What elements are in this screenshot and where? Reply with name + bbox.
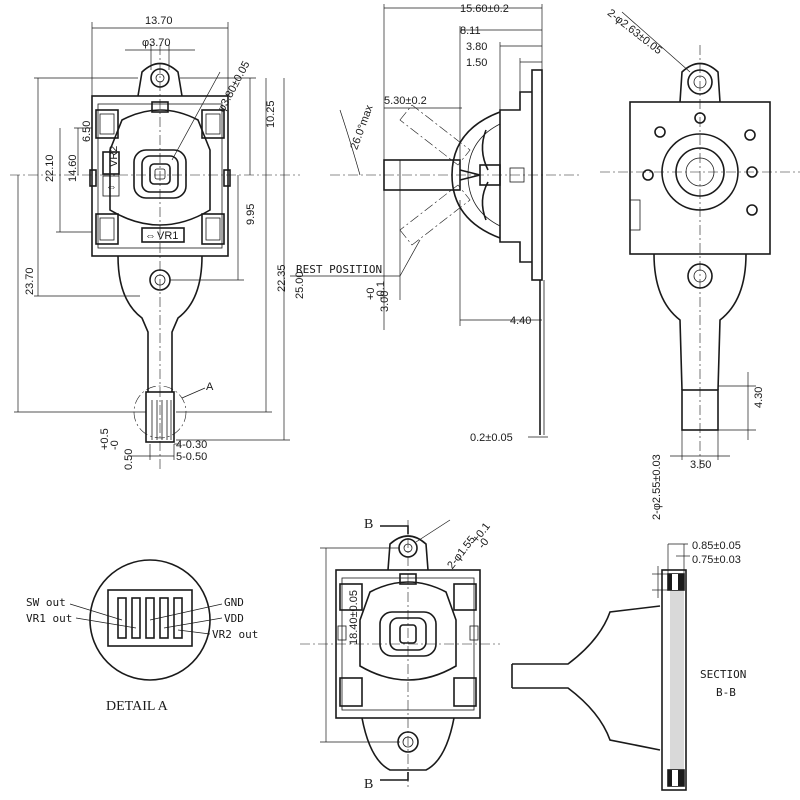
front-view: VR2 ⇔ ⇔ VR1 A 13.70 bbox=[10, 15, 306, 470]
dim-300-tol-lower: -0.1 bbox=[375, 281, 387, 300]
dim-811: 8.11 bbox=[460, 25, 481, 37]
dim-knob-dia: φ3.80±0.05 bbox=[216, 59, 253, 114]
dim-left-650: 6.50 bbox=[81, 121, 93, 142]
dim-150: 1.50 bbox=[466, 57, 487, 69]
bottom-corner-clips bbox=[339, 583, 477, 707]
section-marker-top: B bbox=[364, 517, 373, 532]
back-view: 2-φ2.63±0.05 4.30 3.50 bbox=[600, 7, 800, 471]
back-small-holes bbox=[642, 112, 758, 216]
section-marker-bottom: B bbox=[364, 777, 373, 792]
section-bb-subtitle: B-B bbox=[716, 686, 736, 699]
section-bb-title: SECTION bbox=[700, 668, 746, 681]
back-tail-right bbox=[717, 253, 747, 391]
side-tilt-ghosts bbox=[399, 104, 471, 246]
dim-300-tol-upper: +0 bbox=[365, 287, 377, 300]
pin-sw-out: SW out bbox=[26, 596, 66, 609]
section-bb: 2-φ2.55±0.03 0.85±0.05 0.75±0.03 SECTION… bbox=[511, 454, 746, 791]
detail-a-marker: A bbox=[206, 381, 214, 393]
vr2-label-box bbox=[102, 151, 120, 175]
front-tail-left bbox=[117, 255, 149, 392]
dim-right-995: 9.95 bbox=[245, 204, 257, 225]
side-slot-lower bbox=[481, 181, 489, 221]
section-bb-profile-top bbox=[512, 605, 661, 665]
vr1-label: VR1 bbox=[157, 230, 178, 242]
vr2-label: VR2 bbox=[108, 146, 120, 167]
dim-width-top: 13.70 bbox=[145, 15, 173, 27]
dim-pin-tol-lower: -0 bbox=[109, 440, 121, 450]
dim-thickness: 0.2±0.05 bbox=[470, 432, 513, 444]
dim-right-upper: 10.25 bbox=[265, 100, 277, 128]
pin-vdd: VDD bbox=[224, 612, 244, 625]
dim-380: 3.80 bbox=[466, 41, 487, 53]
dim-back-430: 4.30 bbox=[753, 387, 765, 408]
front-stick-housing bbox=[109, 109, 211, 226]
dim-pins-a: 4-0.30 bbox=[176, 439, 207, 451]
back-tail-left bbox=[653, 253, 683, 391]
front-connector bbox=[145, 391, 175, 443]
pin-gnd: GND bbox=[224, 596, 244, 609]
bottom-top-ear bbox=[387, 535, 429, 571]
dim-300: 3.00 bbox=[379, 291, 391, 312]
dim-back-350: 3.50 bbox=[690, 459, 711, 471]
pin-vr2-out: VR2 out bbox=[212, 628, 258, 641]
dim-pin-width: 0.50 bbox=[123, 449, 135, 470]
bottom-ear bbox=[361, 717, 455, 771]
side-view: 15.60±0.2 8.11 3.80 1.50 5.30±0.2 26.0°m… bbox=[290, 3, 580, 444]
dim-hole-dia: φ3.70 bbox=[142, 37, 171, 49]
dim-bottom-height: 18.40±0.05 bbox=[348, 590, 360, 645]
dim-530: 5.30±0.2 bbox=[384, 95, 427, 107]
dim-right-2235: 22.35 bbox=[276, 264, 288, 292]
bottom-view: B B 2-φ1.55 +0.1 -0 18.40±0.05 bbox=[300, 517, 500, 792]
vr2-arrow-icon: ⇔ bbox=[106, 181, 117, 193]
side-slot-upper bbox=[481, 129, 489, 171]
detail-a: SW out VR1 out GND VDD VR2 out DETAIL A bbox=[26, 559, 258, 714]
dim-right-2500: 25.00 bbox=[294, 271, 306, 299]
front-corner-clips bbox=[95, 109, 225, 245]
dim-left-1460: 14.60 bbox=[67, 154, 79, 182]
dim-angle: 26.0°max bbox=[348, 103, 375, 151]
rest-position-label: REST POSITION bbox=[296, 263, 382, 276]
detail-a-title: DETAIL A bbox=[106, 699, 169, 714]
front-right-tab bbox=[223, 169, 231, 187]
dim-left-2210: 22.10 bbox=[44, 154, 56, 182]
dim-left-2370: 23.70 bbox=[24, 267, 36, 295]
front-pins bbox=[151, 400, 172, 440]
front-tail-right bbox=[171, 255, 203, 392]
front-left-tab bbox=[89, 169, 97, 187]
detail-a-connector bbox=[107, 589, 193, 647]
dim-back-mount-holes: 2-φ2.63±0.05 bbox=[605, 7, 664, 57]
dim-pins-b: 5-0.50 bbox=[176, 451, 207, 463]
bottom-stick-housing bbox=[359, 581, 457, 681]
detail-a-pins bbox=[117, 597, 183, 639]
section-bb-plate bbox=[661, 569, 687, 791]
dim-pin-tol-upper: +0.5 bbox=[99, 428, 111, 450]
dim-section-075: 0.75±0.03 bbox=[692, 554, 741, 566]
vr1-label-box bbox=[141, 227, 185, 243]
dim-section-085: 0.85±0.05 bbox=[692, 540, 741, 552]
section-bb-profile-bottom bbox=[512, 687, 661, 751]
dim-440: 4.40 bbox=[510, 315, 531, 327]
dim-total-length: 15.60±0.2 bbox=[460, 3, 509, 15]
pin-vr1-out: VR1 out bbox=[26, 612, 72, 625]
vr1-arrow-icon: ⇔ bbox=[145, 230, 156, 242]
dim-section-hole-dia: 2-φ2.55±0.03 bbox=[651, 454, 663, 520]
side-body bbox=[499, 91, 532, 263]
